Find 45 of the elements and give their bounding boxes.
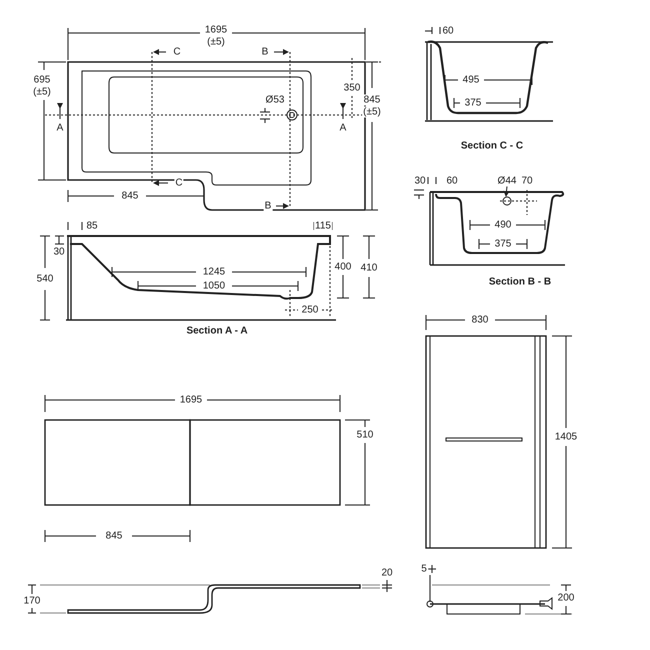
dimension-label: 1050 <box>202 280 226 292</box>
dimension-label: C <box>174 178 184 188</box>
dimension-label: 250 <box>300 304 320 316</box>
dimension-label: 1695 <box>178 394 204 406</box>
dimension-label: 845 <box>362 94 382 106</box>
dimension-label: 60 <box>441 26 455 36</box>
dimension-label: 375 <box>464 98 482 108</box>
dimension-label: 400 <box>334 262 352 272</box>
dimension-label: 20 <box>380 568 394 578</box>
dimension-label: (±5) <box>362 106 382 118</box>
dimension-label: 115 <box>314 220 332 232</box>
dimension-label: 5 <box>420 564 428 574</box>
dimension-label: 1695 <box>204 24 228 36</box>
dimension-label: Ø44 <box>496 176 518 186</box>
section-caption: Section B - B <box>488 276 552 288</box>
dimension-label: 830 <box>470 314 490 326</box>
dimension-label: Ø53 <box>264 94 286 106</box>
dimension-label: A <box>338 122 348 134</box>
dimension-label: B <box>264 200 272 212</box>
dimension-label: 170 <box>22 596 42 606</box>
dimension-label: 60 <box>445 176 459 186</box>
section-caption: Section C - C <box>460 140 524 152</box>
dimension-label: 695 <box>32 74 52 86</box>
dimension-label: 30 <box>413 176 427 186</box>
dimension-label: 845 <box>104 530 124 542</box>
dimension-label: 845 <box>120 190 140 202</box>
section-caption: Section A - A <box>185 326 249 336</box>
dimension-label: 350 <box>342 82 362 94</box>
dimension-label: (±5) <box>32 86 52 98</box>
dimension-label: 85 <box>85 220 99 232</box>
dimension-label: 200 <box>556 592 576 604</box>
dimension-label: 540 <box>36 274 54 284</box>
dimension-label: 70 <box>520 176 534 186</box>
dimension-label: 30 <box>52 246 66 258</box>
dimension-label: 495 <box>462 74 480 86</box>
dimension-label: (±5) <box>206 36 226 48</box>
dimension-label: C <box>172 46 182 58</box>
dimension-label: 1405 <box>554 432 578 442</box>
dimension-label: B <box>260 46 270 58</box>
dimension-label: 410 <box>360 262 378 274</box>
dimension-label: 490 <box>494 220 512 230</box>
dimension-label: 1245 <box>202 266 226 278</box>
dimension-label: 510 <box>356 430 374 440</box>
dimension-label: 375 <box>494 238 512 250</box>
dimension-label: A <box>56 122 64 134</box>
